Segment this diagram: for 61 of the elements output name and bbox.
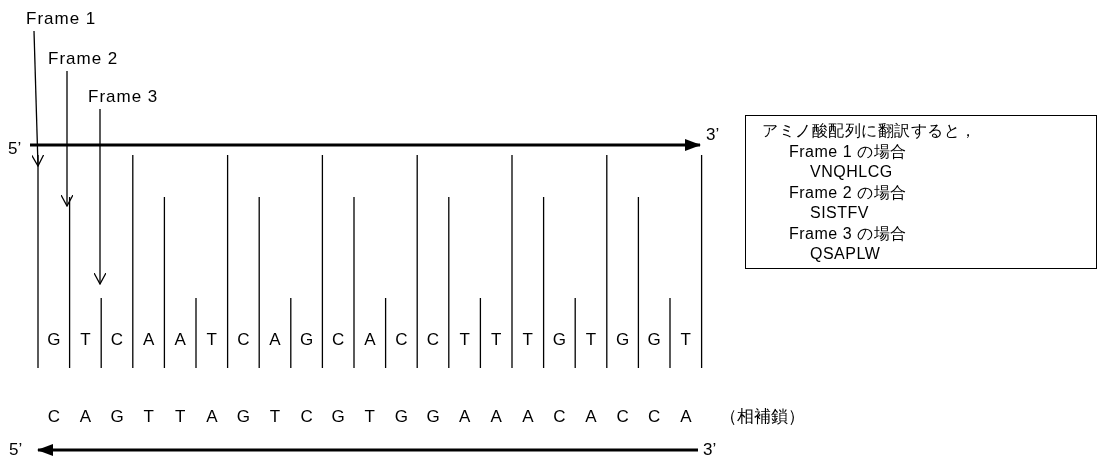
arrow (93, 108, 107, 285)
nucleotide-letter: T (143, 407, 154, 427)
nucleotide-letter: A (522, 407, 534, 427)
nucleotide-letter: A (490, 407, 502, 427)
nucleotide-letter: C (648, 407, 661, 427)
nucleotide-letter: G (236, 407, 250, 427)
frame-caption: Frame 1 の場合 (789, 141, 907, 162)
nucleotide-letter: A (142, 330, 155, 350)
frame-caption: Frame 2 の場合 (789, 182, 907, 203)
nucleotide-letter: C (332, 330, 345, 350)
box-heading: アミノ酸配列に翻訳すると， (762, 121, 977, 141)
nucleotide-letter: C (553, 407, 566, 427)
nucleotide-letter: A (680, 407, 692, 427)
nucleotide-letter: T (206, 330, 217, 350)
frame-caption: Frame 3 の場合 (789, 223, 907, 244)
nucleotide-letter: A (458, 407, 471, 427)
nucleotide-letter: G (331, 407, 345, 427)
amino-acid-sequence: SISTFV (810, 203, 869, 223)
nucleotide-letter: T (80, 330, 91, 350)
nucleotide-letter: C (300, 407, 313, 427)
nucleotide-letter: C (47, 407, 60, 427)
nucleotide-letter: C (237, 330, 250, 350)
nucleotide-letter: T (269, 407, 281, 427)
frame-label: Frame 1 (26, 9, 97, 28)
nucleotide-letter: C (426, 330, 440, 350)
nucleotide-letter: C (616, 407, 629, 427)
nucleotide-letter: A (269, 330, 281, 350)
nucleotide-letter: A (206, 407, 218, 427)
nucleotide-letter: G (394, 407, 408, 427)
nucleotide-letter: T (522, 330, 533, 350)
frame-label: Frame 2 (48, 49, 119, 68)
nucleotide-letter: G (47, 330, 61, 350)
amino-acid-sequence: VNQHLCG (810, 162, 893, 182)
strand-end-label: 3’ (706, 125, 720, 145)
nucleotide-letter: T (585, 330, 597, 350)
arrow (31, 30, 45, 167)
nucleotide-letter: T (175, 407, 186, 427)
frame-label: Frame 3 (88, 87, 159, 106)
nucleotide-letter: C (110, 330, 124, 350)
nucleotide-letter: A (174, 330, 186, 350)
strand-end-label: 5’ (9, 440, 23, 460)
info-box (745, 115, 1097, 269)
nucleotide-letter: T (459, 330, 470, 350)
nucleotide-letter: G (616, 330, 630, 350)
nucleotide-letter: G (300, 330, 314, 350)
nucleotide-letter: C (395, 330, 408, 350)
nucleotide-letter: A (585, 407, 597, 427)
arrow (60, 70, 74, 207)
strand-caption: （相補鎖） (720, 407, 805, 427)
nucleotide-letter: T (364, 407, 375, 427)
nucleotide-letter: G (426, 407, 440, 427)
nucleotide-letter: A (364, 330, 376, 350)
nucleotide-letter: G (110, 407, 124, 427)
nucleotide-letter: G (552, 330, 566, 350)
strand-end-label: 5’ (8, 139, 22, 159)
amino-acid-sequence: QSAPLW (810, 244, 881, 264)
nucleotide-letter: G (647, 330, 661, 350)
nucleotide-letter: T (680, 330, 691, 350)
nucleotide-letter: A (79, 407, 92, 427)
nucleotide-letter: T (491, 330, 502, 350)
strand-end-label: 3’ (703, 440, 717, 460)
